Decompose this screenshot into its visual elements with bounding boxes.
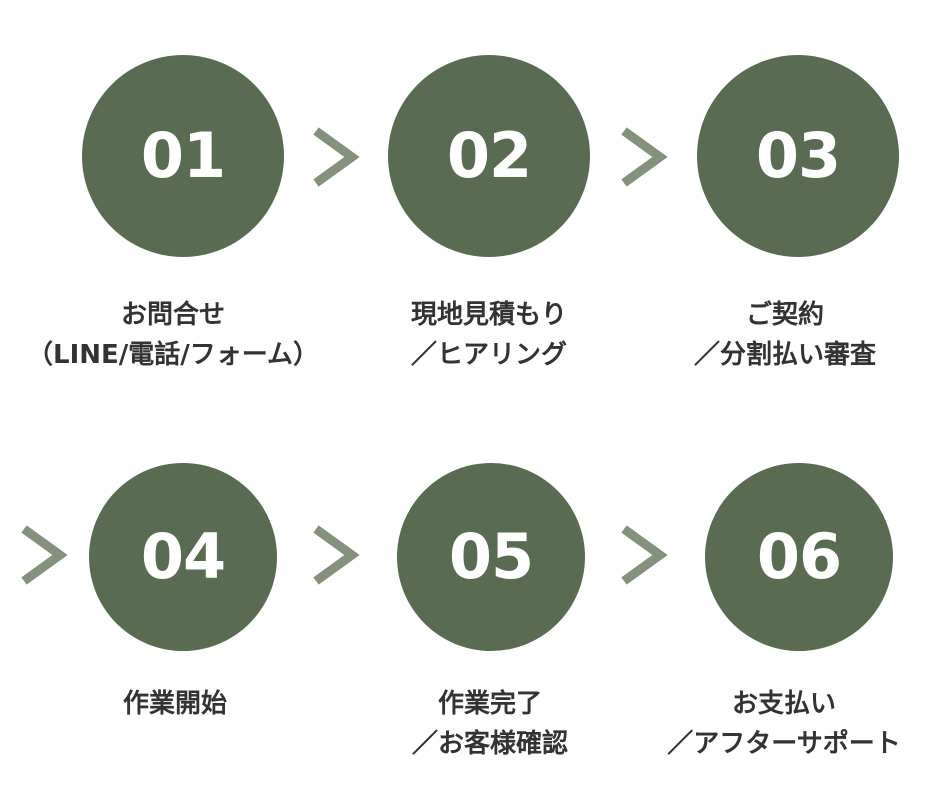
step-label-06: お支払い ／アフターサポート [624,684,940,764]
chevron-right-icon [313,127,360,187]
step-number: 03 [755,119,841,192]
step-label-line1: 現地見積もり [410,300,567,330]
step-label-05: 作業完了 ／お客様確認 [330,684,650,764]
step-label-line2: ／ヒアリング [410,340,567,370]
chevron-right-icon [313,525,360,585]
step-number: 04 [140,520,226,593]
chevron-right-icon [621,525,668,585]
step-label-04: 作業開始 [15,684,335,724]
step-label-line1: ご契約 [745,300,824,330]
step-circle-02: 02 [388,55,590,257]
step-label-line2: （LINE/電話/フォーム） [27,340,319,370]
chevron-right-icon [21,525,68,585]
step-circle-04: 04 [89,463,277,651]
step-number: 05 [448,520,534,593]
step-label-line2: ／アフターサポート [667,729,901,759]
step-label-line2: ／お客様確認 [411,729,568,759]
step-label-02: 現地見積もり ／ヒアリング [329,295,649,375]
step-number: 02 [446,119,532,192]
step-circle-06: 06 [705,463,893,651]
chevron-right-icon [621,127,668,187]
step-label-01: お問合せ （LINE/電話/フォーム） [13,295,333,375]
step-label-line1: お支払い [731,689,836,719]
step-label-line2: ／分割払い審査 [693,340,876,370]
step-circle-01: 01 [82,55,284,257]
step-label-line1: 作業開始 [122,689,227,719]
step-circle-05: 05 [397,463,585,651]
step-circle-03: 03 [697,55,899,257]
step-label-line1: 作業完了 [437,689,542,719]
step-label-03: ご契約 ／分割払い審査 [625,295,940,375]
step-number: 06 [756,520,842,593]
step-label-line1: お問合せ [120,300,225,330]
step-number: 01 [140,119,226,192]
